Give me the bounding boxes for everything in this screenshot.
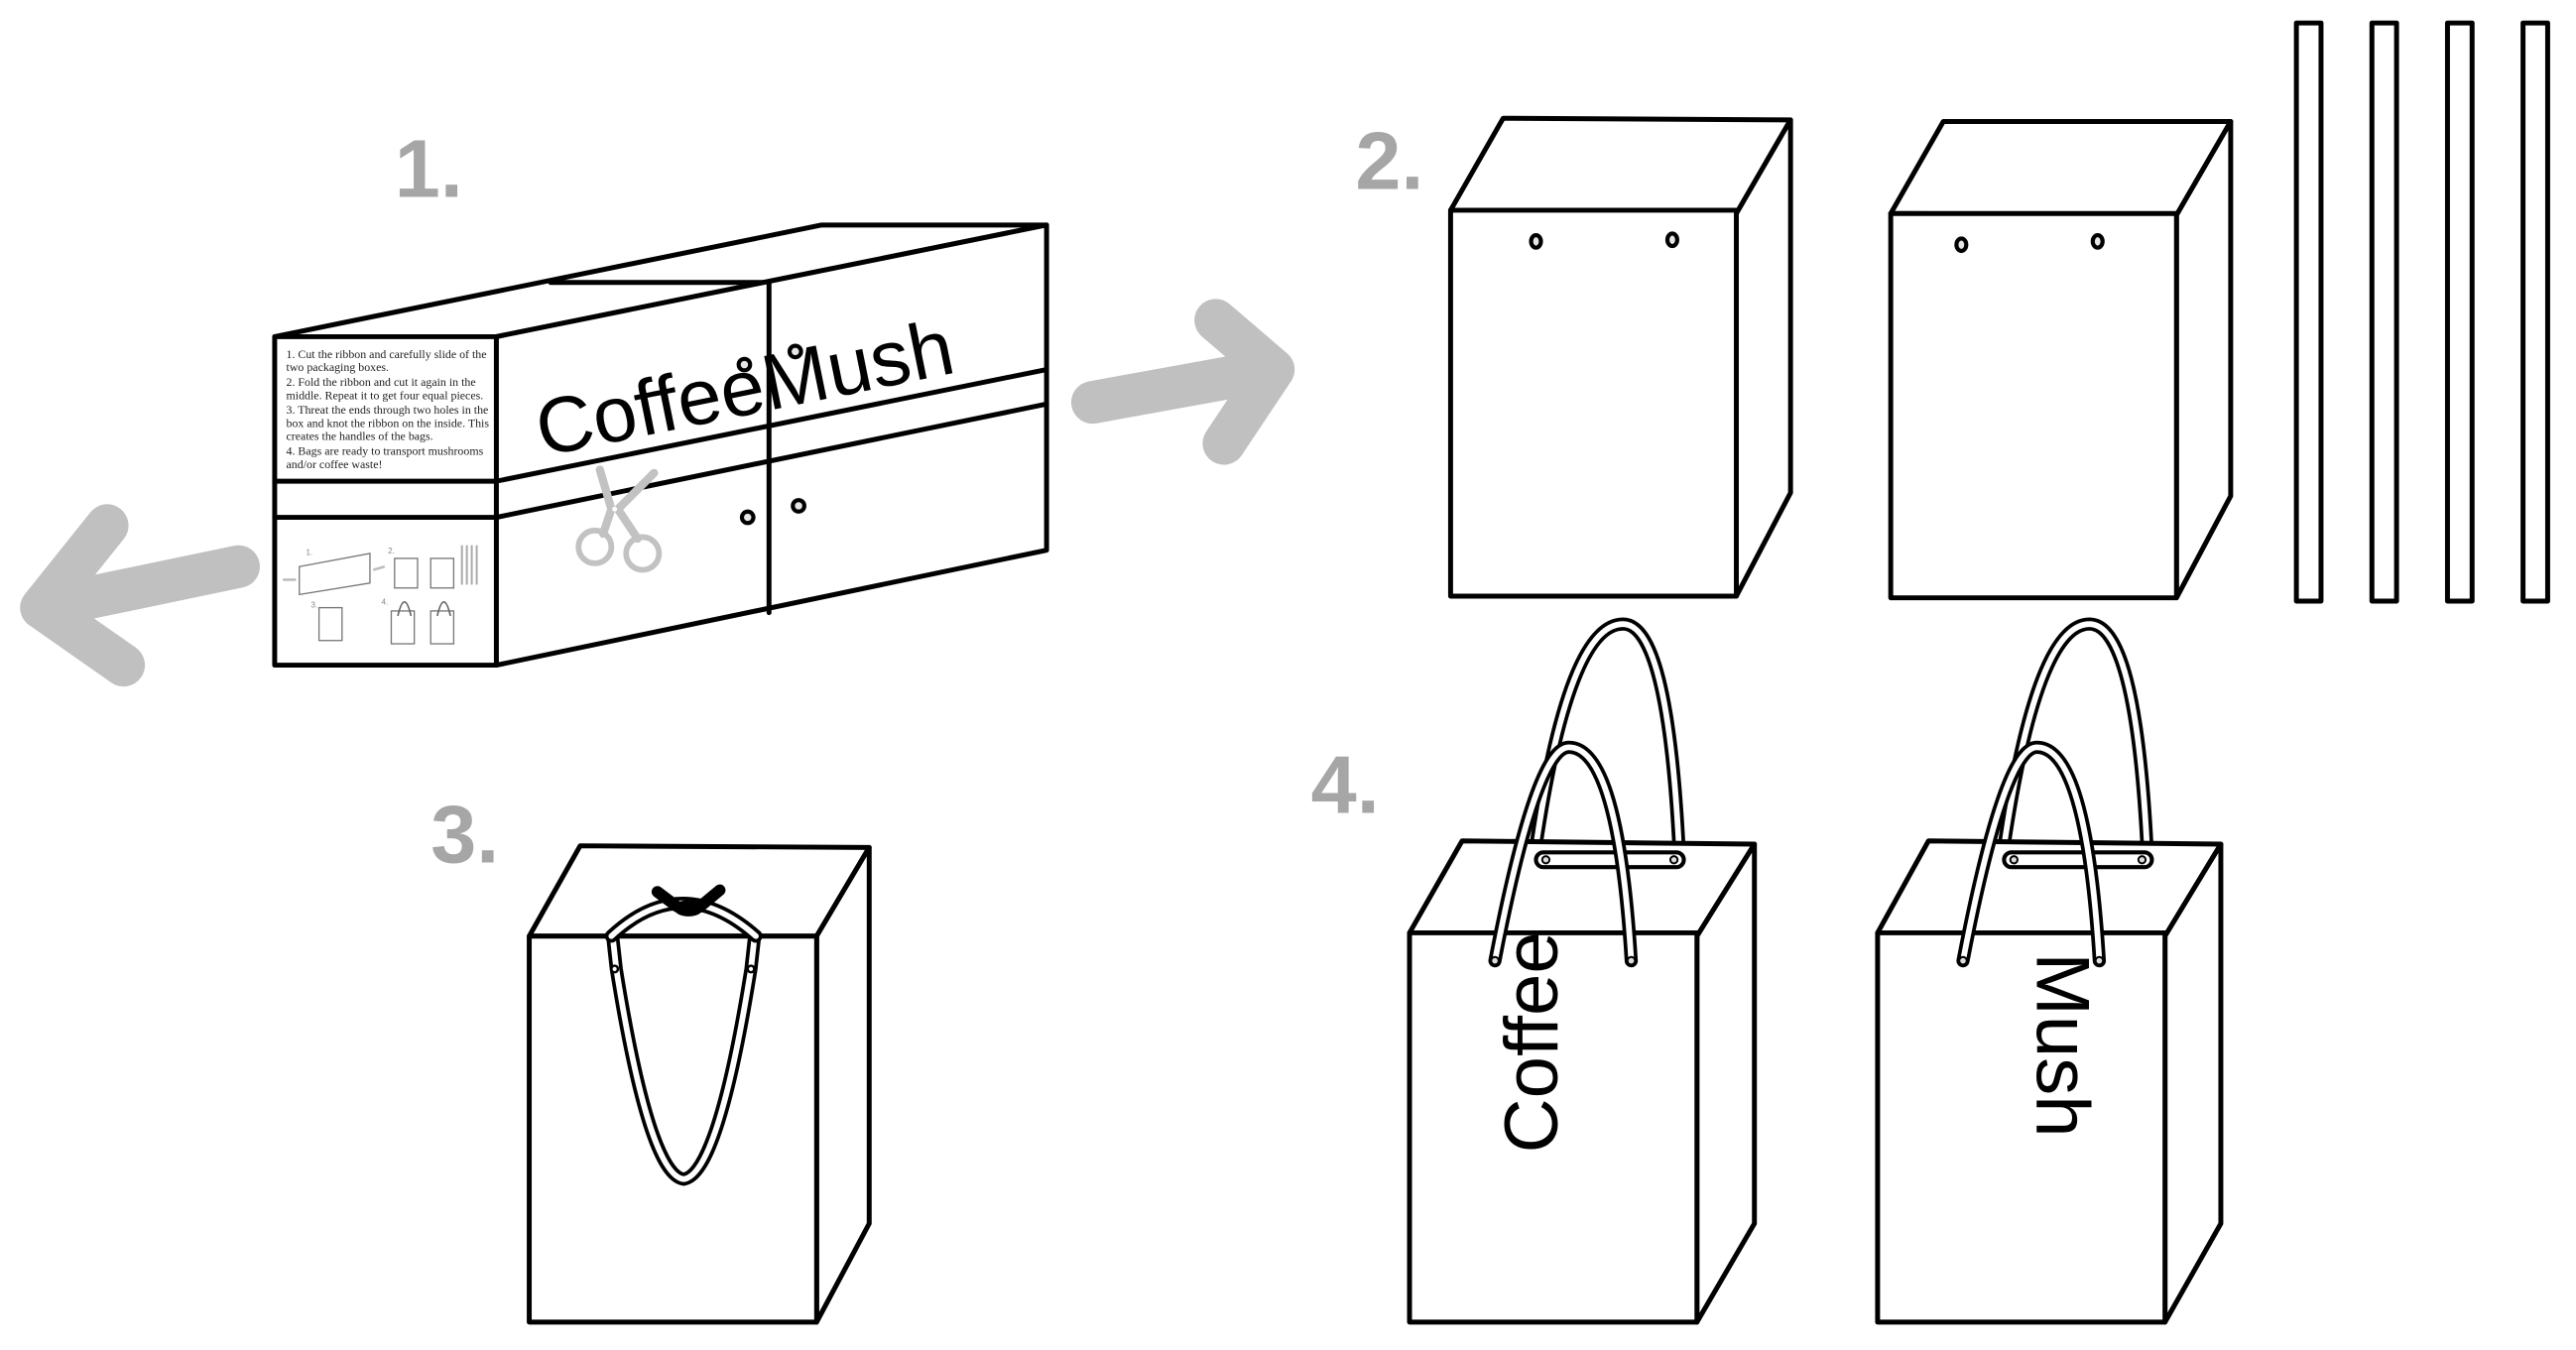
- mini-label: 3.: [310, 601, 317, 610]
- arrow-right-icon: [1070, 299, 1295, 465]
- bag-label-mush: Mush: [2021, 952, 2105, 1137]
- mini-label: 2.: [388, 547, 395, 555]
- instruction-line: box and knot the ribbon on the inside. T…: [287, 416, 490, 430]
- instruction-line: 3. Threat the ends through two holes in …: [287, 403, 489, 417]
- mini-label: 4.: [382, 597, 389, 606]
- instruction-line: 1. Cut the ribbon and carefully slide of…: [287, 347, 487, 361]
- ribbon-pieces: [2293, 20, 2550, 604]
- box-front-face: [493, 222, 1049, 669]
- opened-box-right: [1888, 119, 2234, 601]
- ribbon-piece: [2444, 20, 2475, 604]
- opened-box-left: [1447, 115, 1793, 599]
- ribbon-piece: [2520, 20, 2550, 604]
- step-number-4: 4.: [1311, 739, 1380, 831]
- step-3: 3.: [430, 788, 872, 1325]
- ribbon-piece: [2293, 20, 2324, 604]
- scissors-icon: [575, 465, 663, 573]
- bag-coffee: Coffee: [1407, 617, 1758, 1325]
- instruction-line: 4. Bags are ready to transport mushrooms: [287, 444, 484, 458]
- step-number-3: 3.: [430, 788, 499, 880]
- instruction-line: middle. Repeat it to get four equal piec…: [287, 388, 484, 402]
- step-1: 1. 1. Cut the ribbon and carefully slide…: [20, 123, 1295, 687]
- step-number-1: 1.: [395, 123, 463, 215]
- mini-label: 1.: [306, 549, 312, 557]
- instruction-line: creates the handles of the bags.: [287, 430, 433, 443]
- instruction-line: two packaging boxes.: [287, 360, 390, 374]
- bag-with-knot: [527, 843, 872, 1325]
- knot-icon: [651, 884, 726, 917]
- box-end-face: [272, 333, 499, 669]
- arrow-left-icon: [20, 504, 261, 687]
- step-number-2: 2.: [1355, 114, 1423, 206]
- instruction-line: 2. Fold the ribbon and cut it again in t…: [287, 375, 476, 389]
- bag-mush: Mush: [1875, 617, 2224, 1325]
- step-4: 4. Coffee: [1311, 617, 2224, 1325]
- step-2: 2.: [1355, 20, 2550, 604]
- bag-label-coffee: Coffee: [1490, 931, 1574, 1153]
- ribbon-piece: [2369, 20, 2399, 604]
- packaging-box: 1. Cut the ribbon and carefully slide of…: [272, 222, 1049, 669]
- mini-diagram: 1. 2. 3. 4.: [283, 545, 478, 645]
- instructions-text: 1. Cut the ribbon and carefully slide of…: [287, 347, 490, 471]
- instruction-line: and/or coffee waste!: [287, 457, 383, 471]
